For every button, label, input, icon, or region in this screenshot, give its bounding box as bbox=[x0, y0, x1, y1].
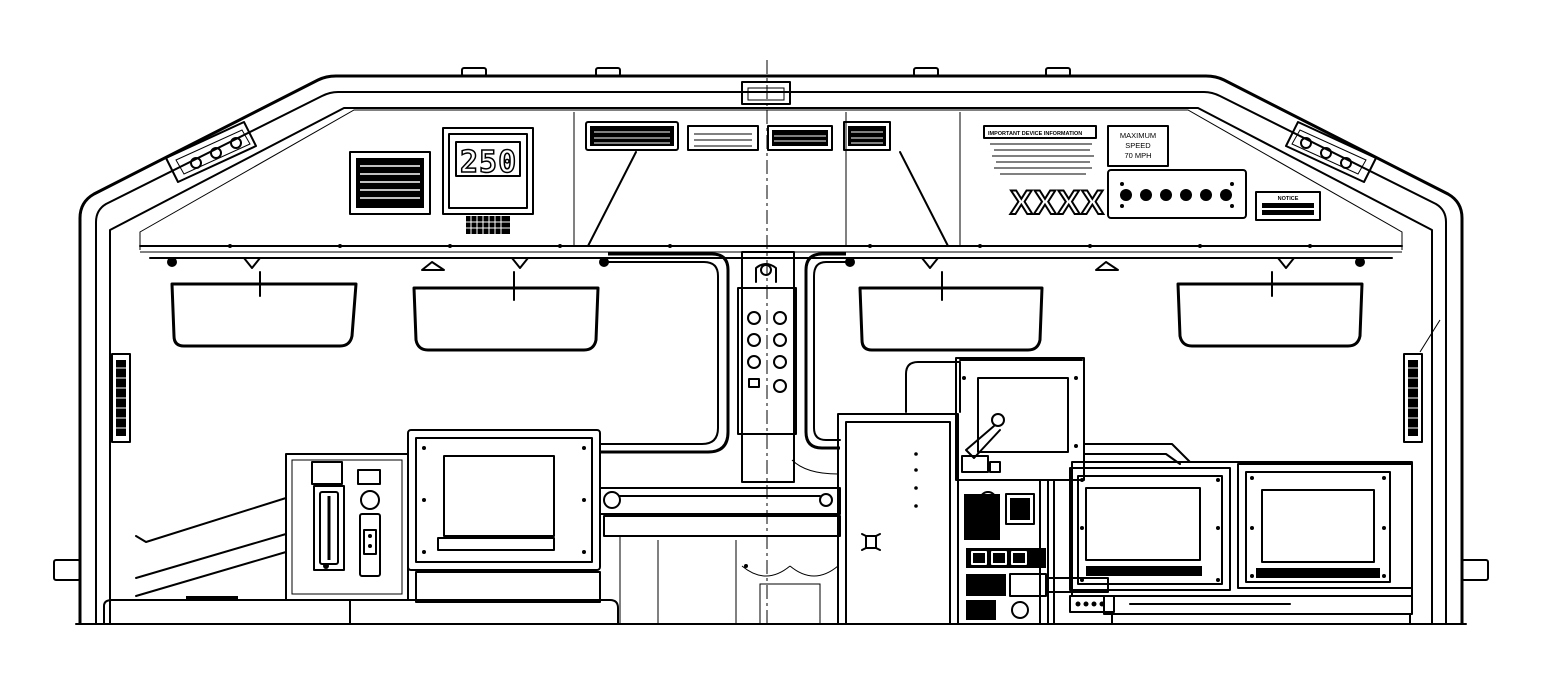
roof-fittings bbox=[420, 67, 1071, 105]
left-control-stand bbox=[285, 453, 409, 601]
notice-placard: NOTICE bbox=[1255, 191, 1321, 221]
monitor-screws-left bbox=[422, 446, 586, 554]
notice-heading: NOTICE bbox=[1278, 196, 1299, 202]
indicator-lamps bbox=[1120, 189, 1232, 201]
lower-right-base bbox=[1111, 613, 1411, 625]
upper-control-unit bbox=[905, 357, 1085, 481]
visor-hinges bbox=[243, 257, 1295, 271]
sun-visor-rails bbox=[149, 257, 1393, 271]
electrical-equipment bbox=[957, 479, 1115, 625]
right-console-bay bbox=[1071, 443, 1413, 615]
center-placards bbox=[585, 121, 891, 151]
console-indicator-dots bbox=[914, 452, 918, 508]
speed-display: 250 bbox=[442, 127, 534, 234]
right-display-monitor-1 bbox=[1069, 467, 1231, 591]
speed-display-readout: 250 bbox=[460, 145, 517, 180]
side-vent-left bbox=[111, 353, 131, 443]
side-vent-right bbox=[1403, 319, 1441, 443]
terminal-block-dots bbox=[1075, 601, 1105, 607]
max-speed-line3: 70 MPH bbox=[1124, 151, 1151, 160]
max-speed-line1: MAXIMUM bbox=[1120, 131, 1156, 140]
maximum-speed-placard: MAXIMUM SPEED 70 MPH bbox=[1107, 125, 1169, 167]
cab-outer-shell bbox=[53, 74, 1489, 625]
overhead-console-panel bbox=[139, 112, 1403, 253]
left-display-monitor bbox=[407, 429, 601, 603]
max-speed-line2: SPEED bbox=[1125, 141, 1151, 150]
visor-clamps bbox=[167, 257, 1365, 267]
indicator-light-panel bbox=[1107, 169, 1247, 219]
device-information-placard: IMPORTANT DEVICE INFORMATION bbox=[983, 125, 1097, 175]
windshield-frames bbox=[599, 252, 847, 454]
marker-light-left bbox=[165, 121, 257, 183]
right-display-monitor-2 bbox=[1237, 463, 1413, 589]
center-post-switches bbox=[747, 311, 787, 393]
panel-rivets bbox=[228, 244, 1312, 248]
center-console bbox=[837, 413, 959, 625]
device-information-heading: IMPORTANT DEVICE INFORMATION bbox=[988, 131, 1082, 137]
left-handrail bbox=[135, 497, 287, 597]
center-post-panel bbox=[737, 251, 797, 483]
unit-number: XXXX bbox=[1010, 184, 1105, 222]
center-linkage bbox=[599, 459, 841, 625]
sun-visors bbox=[170, 271, 1364, 352]
marker-light-right bbox=[1285, 121, 1377, 183]
lower-desk bbox=[103, 596, 619, 625]
warning-placard-left bbox=[349, 151, 431, 215]
